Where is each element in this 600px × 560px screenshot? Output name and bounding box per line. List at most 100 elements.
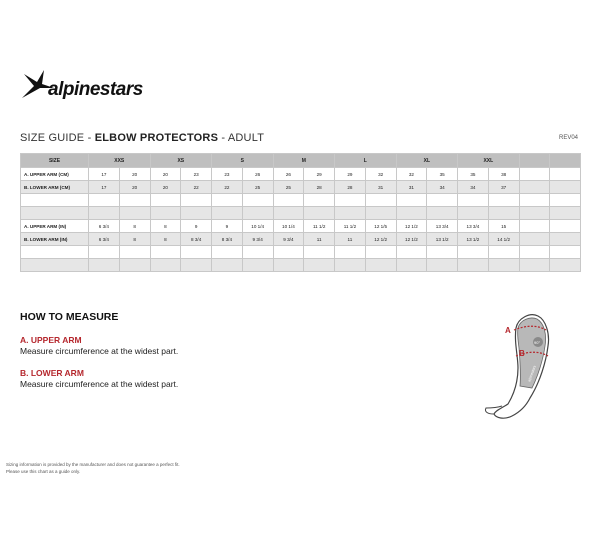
table-row	[20, 193, 582, 207]
table-cell: 31	[395, 180, 428, 194]
table-cell	[180, 193, 213, 207]
size-header-xxs: XXS	[88, 153, 151, 168]
table-cell	[88, 193, 120, 207]
table-cell	[457, 245, 489, 259]
table-cell: 25	[241, 180, 274, 194]
table-cell	[549, 180, 582, 194]
table-cell	[518, 206, 551, 220]
table-cell: 23	[211, 167, 243, 181]
table-cell	[426, 193, 459, 207]
table-cell	[426, 245, 459, 259]
table-cell	[364, 258, 397, 272]
table-cell	[241, 193, 274, 207]
table-cell: 23	[180, 167, 213, 181]
table-cell: 32	[364, 167, 397, 181]
table-cell	[241, 206, 274, 220]
table-cell: 6 3/4	[88, 232, 120, 246]
table-cell: 25	[272, 180, 305, 194]
table-cell	[211, 206, 243, 220]
table-cell	[211, 193, 243, 207]
table-cell: 10 1/4	[241, 219, 274, 233]
table-cell	[149, 193, 182, 207]
table-cell: 11 1/2	[303, 219, 336, 233]
label-a: A	[505, 326, 511, 335]
table-cell: 20	[118, 180, 151, 194]
lower-arm-description: Measure circumference at the widest part…	[20, 379, 179, 389]
table-cell: 12 1/5	[364, 219, 397, 233]
table-cell: 34	[426, 180, 459, 194]
table-cell: 29	[334, 167, 366, 181]
hand-outline	[485, 405, 503, 415]
table-cell: 13 3/4	[426, 219, 459, 233]
table-cell: 26	[272, 167, 305, 181]
table-cell: 12 1/2	[395, 219, 428, 233]
table-cell	[518, 193, 551, 207]
table-cell	[549, 193, 582, 207]
table-cell	[518, 258, 551, 272]
empty-header-cell	[518, 153, 551, 168]
table-cell: 22	[180, 180, 213, 194]
table-cell	[118, 193, 151, 207]
table-cell	[549, 206, 582, 220]
table-cell	[272, 193, 305, 207]
table-cell: 10 1/4	[272, 219, 305, 233]
table-cell	[395, 206, 428, 220]
table-cell	[457, 258, 489, 272]
table-cell	[549, 219, 582, 233]
upper-arm-title: A. UPPER ARM	[20, 335, 82, 345]
table-cell	[149, 258, 182, 272]
table-cell	[303, 258, 336, 272]
table-cell	[211, 245, 243, 259]
table-cell: 13 1/2	[426, 232, 459, 246]
table-cell	[395, 193, 428, 207]
table-cell: 38	[487, 167, 520, 181]
table-cell: 11 1/2	[334, 219, 366, 233]
table-cell	[211, 258, 243, 272]
size-header-l: L	[334, 153, 397, 168]
table-cell	[487, 258, 520, 272]
size-header-xs: XS	[149, 153, 213, 168]
table-cell	[457, 193, 489, 207]
table-cell: 17	[88, 180, 120, 194]
table-cell	[549, 245, 582, 259]
table-cell	[395, 245, 428, 259]
table-cell: 11	[303, 232, 336, 246]
table-cell	[518, 232, 551, 246]
table-cell	[272, 258, 305, 272]
row-label: B. LOWER ARM (CM)	[20, 180, 89, 194]
how-to-measure-heading: HOW TO MEASURE	[20, 311, 119, 323]
table-cell	[364, 193, 397, 207]
table-cell	[241, 245, 274, 259]
row-label: A. UPPER ARM (IN)	[20, 219, 89, 233]
table-cell	[88, 206, 120, 220]
size-header-xxl: XXL	[457, 153, 520, 168]
table-cell	[334, 206, 366, 220]
alpinestars-logo: alpinestars	[22, 70, 143, 100]
row-label	[20, 245, 89, 259]
elbow-pad	[517, 317, 546, 389]
table-cell	[487, 193, 520, 207]
table-cell	[549, 167, 582, 181]
table-cell: 8	[118, 219, 151, 233]
table-cell: 28	[334, 180, 366, 194]
table-cell: 20	[149, 180, 182, 194]
table-cell	[180, 245, 213, 259]
table-cell	[303, 245, 336, 259]
table-cell: 20	[118, 167, 151, 181]
table-cell	[272, 245, 305, 259]
table-cell: 6 3/4	[88, 219, 120, 233]
pad-brand-text: alpinestars	[527, 365, 537, 383]
size-header-xl: XL	[395, 153, 459, 168]
table-cell	[303, 193, 336, 207]
table-cell: 13 1/2	[457, 232, 489, 246]
band-text: 90°	[534, 340, 540, 345]
table-cell: 31	[364, 180, 397, 194]
table-cell: 35	[426, 167, 459, 181]
table-cell	[457, 206, 489, 220]
table-cell: 29	[303, 167, 336, 181]
